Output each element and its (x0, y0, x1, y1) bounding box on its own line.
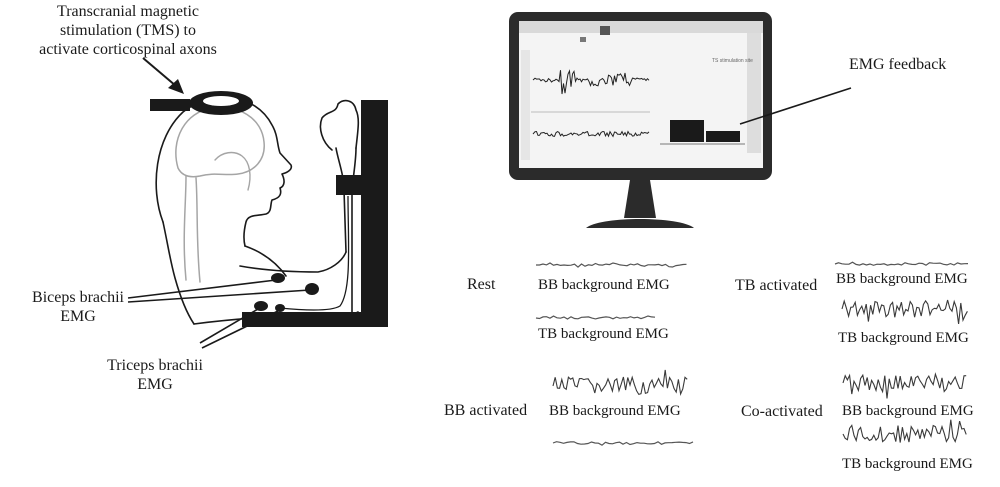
condition-tb-activated-name: TB activated (735, 277, 818, 294)
screen-trace-line-top (532, 69, 650, 95)
apparatus-base (242, 312, 388, 327)
condition-co-activated-name: Co-activated (741, 403, 823, 420)
monitor-foot (586, 219, 694, 228)
screen-toolbar (519, 21, 763, 33)
coil-ring-inner (203, 96, 239, 106)
tms-coil (150, 91, 253, 115)
emg-feedback-label: EMG feedback (849, 56, 947, 73)
screen-emg-trace-bottom (532, 130, 650, 138)
screen-trace-line-bottom (532, 130, 650, 138)
forearm-inner (351, 147, 357, 313)
triceps-leader-lines (199, 308, 279, 349)
monitor-neck (624, 180, 656, 218)
screen-button-2 (580, 37, 586, 42)
screen-bar-2 (706, 131, 740, 142)
monitor: TS stimulation site (509, 12, 772, 228)
emg-trace-rest-top (536, 262, 687, 268)
forearm (335, 147, 347, 253)
tms-label-line-3: activate corticospinal axons (39, 41, 217, 58)
emg-trace-tb-activated-bottom (841, 299, 968, 324)
biceps-leader-lines (127, 279, 311, 303)
triceps-label-line-1: Triceps brachii (107, 357, 203, 374)
arm-apparatus (242, 100, 388, 327)
screen-bar-1 (670, 120, 704, 142)
upper-arm-top (239, 251, 347, 273)
fist (319, 99, 360, 151)
condition-rest-bottom-label: TB background EMG (538, 326, 669, 342)
emg-feedback-pointer (739, 87, 852, 125)
tms-label: Transcranial magnetic stimulation (TMS) … (0, 2, 256, 59)
shoulder-line (244, 245, 287, 277)
apparatus-vertical-post (361, 100, 388, 327)
emg-trace-rest-bottom (535, 315, 656, 320)
emg-trace-bb-activated-top (552, 369, 688, 397)
biceps-label-line-2: EMG (60, 308, 96, 325)
condition-tb-activated-bottom-label: TB background EMG (838, 330, 969, 346)
tms-label-line-2: stimulation (TMS) to (60, 22, 196, 39)
tms-label-line-1: Transcranial magnetic (56, 3, 200, 20)
screen-side-panel (747, 33, 761, 153)
screen-button-1 (600, 26, 610, 35)
emg-trace-bb-activated-bottom (552, 441, 694, 446)
tms-arrow (142, 57, 184, 94)
emg-trace-tb-activated-top (834, 261, 969, 266)
condition-bb-activated-top-label: BB background EMG (549, 403, 681, 419)
emg-trace-co-activated-top (842, 372, 967, 399)
spinal-tract-1 (183, 175, 187, 281)
biceps-label-line-1: Biceps brachii (32, 289, 124, 306)
emg-traces (535, 261, 969, 446)
screen-emg-trace-top (532, 69, 650, 95)
person-illustration (155, 96, 360, 325)
emg-trace-co-activated-bottom (842, 419, 967, 443)
brain-outline (175, 106, 265, 178)
condition-co-activated-top-label: BB background EMG (842, 403, 974, 419)
electrode-wire (279, 195, 350, 311)
triceps-electrodes (254, 301, 285, 312)
biceps-label: Biceps brachii EMG (18, 288, 138, 326)
head-outline (155, 96, 293, 247)
coil-handle (150, 99, 190, 111)
condition-bb-activated-name: BB activated (444, 402, 528, 419)
condition-tb-activated-top-label: BB background EMG (836, 271, 968, 287)
screen-left-panel (521, 50, 530, 160)
triceps-label: Triceps brachii EMG (90, 356, 220, 394)
screen-header-text: TS stimulation site (712, 58, 753, 64)
torso-outline (162, 221, 195, 325)
brain-fold (214, 151, 251, 191)
condition-rest-top-label: BB background EMG (538, 277, 670, 293)
condition-rest-name: Rest (467, 276, 496, 293)
wrist-strap (336, 175, 362, 195)
spinal-tract-2 (195, 177, 201, 283)
triceps-label-line-2: EMG (137, 376, 173, 393)
condition-co-activated-bottom-label: TB background EMG (842, 456, 973, 472)
monitor-screen (519, 21, 763, 168)
